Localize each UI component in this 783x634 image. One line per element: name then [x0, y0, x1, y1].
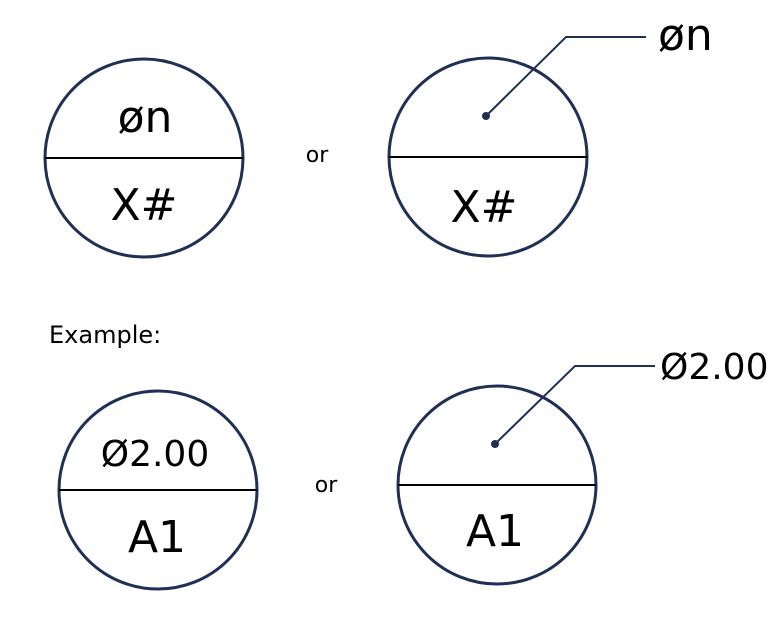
bottom-left-lower-text: A1	[128, 512, 186, 563]
top-right-lower-text: X#	[450, 182, 517, 233]
bottom-right-lower-text: A1	[466, 506, 524, 557]
top-or-label: or	[306, 143, 329, 168]
top-right-leader-line	[485, 36, 646, 117]
example-label: Example:	[49, 321, 161, 349]
bottom-right-leader-line	[494, 365, 655, 445]
top-left-symbol: øn X#	[43, 57, 245, 259]
top-left-upper-text: øn	[118, 92, 173, 143]
bottom-right-callout-text: Ø2.00	[660, 347, 769, 388]
bottom-right-symbol: Ø2.00 A1	[396, 347, 769, 586]
top-right-symbol: øn X#	[387, 10, 713, 258]
top-right-leader-dot	[482, 112, 490, 120]
top-left-lower-text: X#	[110, 180, 177, 231]
top-right-callout-text: øn	[658, 10, 713, 61]
bottom-left-upper-text: Ø2.00	[101, 434, 210, 475]
bottom-left-symbol: Ø2.00 A1	[57, 389, 259, 591]
bottom-right-leader-dot	[491, 440, 499, 448]
bottom-or-label: or	[315, 473, 338, 498]
